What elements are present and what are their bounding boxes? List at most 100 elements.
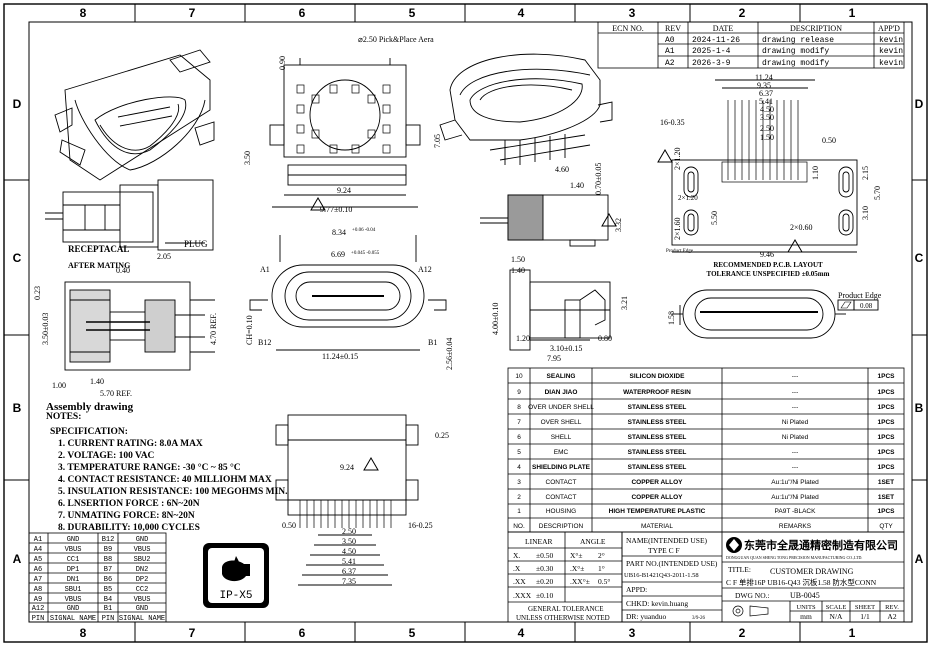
- pin-cell: A6: [34, 566, 42, 574]
- note-item: 1. CURRENT RATING: 8.0A MAX: [58, 439, 203, 449]
- rev-triangle-icon: [657, 149, 803, 253]
- pin-cell: A8: [34, 586, 42, 594]
- units-header: UNITS: [796, 604, 816, 611]
- dim-2-05: 2.05: [157, 252, 171, 261]
- pcb-dim-9-46: 9.46: [760, 250, 774, 259]
- rev-row-rev: A0: [665, 36, 675, 45]
- dr-date: 3/9-26: [692, 616, 706, 621]
- bom-cell: ---: [792, 373, 799, 380]
- pcb-dim-3-50: 3.50: [760, 113, 774, 122]
- tolerance-block: LINEAR ANGLE X. ±0.50 X°± 2° .X ±0.30 .X…: [507, 531, 623, 623]
- tol-cell: ±0.20: [536, 577, 553, 586]
- bom-cell: STAINLESS STEEL: [628, 464, 687, 471]
- tol-angle-header: ANGLE: [580, 537, 606, 546]
- zone-col-3: 3: [629, 6, 636, 20]
- pin-cell: DP1: [67, 566, 80, 574]
- pin-footer: PIN: [32, 615, 45, 623]
- appd-label: APPD:: [626, 585, 647, 594]
- rev-triangle-icon: [601, 213, 617, 227]
- bom-cell: COPPER ALLOY: [631, 479, 683, 486]
- pcb-dim-2x0-60: 2×0.60: [790, 223, 813, 232]
- side-view: [480, 194, 609, 247]
- side-section-view: [509, 269, 611, 351]
- dim-ch: CH=0.10: [245, 315, 254, 345]
- company-name-en: DONGGUAN QUAN SHENG TONG PRECISION MANUF…: [726, 555, 862, 561]
- dim-1-50: 1.50: [511, 255, 525, 264]
- dim-1-00: 1.00: [52, 381, 66, 390]
- zone-col-5-bottom: 5: [409, 626, 416, 640]
- zone-row-b-right: B: [915, 401, 924, 415]
- note-item: 2. VOLTAGE: 100 VAC: [58, 451, 155, 461]
- dim-0-25: 0.25: [435, 431, 449, 440]
- pin-b1-label: B1: [428, 338, 437, 347]
- dim-8-34-tol: +0.06 -0.04: [352, 228, 376, 233]
- pin-cell: VBUS: [65, 596, 82, 604]
- pin-footer: SIGNAL NAME: [50, 615, 96, 623]
- pin-cell: B12: [102, 536, 115, 544]
- pcb-dim-6-37: 6.37: [759, 89, 773, 98]
- title-value-1: CUSTOMER DRAWING: [770, 567, 854, 576]
- product-edge-label: Product Edge: [838, 291, 882, 300]
- dim-2-56: 2.56±0.04: [445, 338, 454, 370]
- dim-1-40-side: 1.40: [570, 181, 584, 190]
- zone-col-1: 1: [849, 6, 856, 20]
- dwg-no-label: DWG NO.:: [735, 591, 770, 600]
- pin-cell: A4: [34, 546, 42, 554]
- pcb-dim-5-50: 5.50: [710, 211, 719, 225]
- dim-9-24: 9.24: [337, 186, 351, 195]
- pin-cell: SBU2: [134, 556, 151, 564]
- dim-7-05: 7.05: [433, 134, 442, 148]
- rev-header-date: DATE: [713, 24, 734, 33]
- pcb-dim-2x1-60: 2×1.60: [673, 217, 682, 240]
- dim-3-21: 3.21: [620, 296, 629, 310]
- zone-col-8-bottom: 8: [80, 626, 87, 640]
- assembly-drawing-label: Assembly drawing: [46, 401, 134, 413]
- bom-cell: Au:1u"/Ni Plated: [771, 479, 819, 486]
- bom-cell: EMC: [554, 449, 569, 456]
- bom-header: QTY: [879, 523, 893, 530]
- pin-footer: PIN: [102, 615, 115, 623]
- tol-cell: 2°: [598, 551, 605, 560]
- bom-cell: STAINLESS STEEL: [628, 404, 687, 411]
- rev-row-rev: A1: [665, 47, 675, 56]
- dim-11-24: 11.24±0.15: [322, 352, 358, 361]
- projection-symbol-icon: [732, 605, 769, 617]
- pin-cell: A9: [34, 596, 42, 604]
- pcb-dim-2-15: 2.15: [861, 166, 870, 180]
- rev-row-desc: drawing release: [762, 36, 834, 45]
- rev-row-date: 2024-11-26: [692, 36, 740, 45]
- pin-cell: GND: [136, 536, 149, 544]
- pcb-dim-2x1-20-b: 2×1.20: [678, 194, 698, 202]
- part-no-label: PART NO.(INTENDED USE): [626, 559, 718, 568]
- bom-cell: HOUSING: [546, 508, 576, 515]
- pcb-dim-5-41: 5.41: [759, 97, 773, 106]
- zone-col-6-bottom: 6: [299, 626, 306, 640]
- rev-row-desc: drawing modify: [762, 47, 829, 56]
- company-logo: [726, 537, 742, 553]
- company-name-cn: 东莞市全晟通精密制造有限公司: [744, 538, 898, 552]
- bom-cell: Ni Plated: [782, 419, 809, 426]
- rev-row-date: 2026-3-9: [692, 59, 731, 68]
- tol-cell: .XXX: [513, 591, 532, 600]
- tol-cell: 0.5°: [598, 577, 610, 586]
- pcb-dim-11-24: 11.24: [755, 73, 773, 82]
- bom-cell: 10: [515, 373, 523, 380]
- tol-cell: .X°±: [570, 564, 584, 573]
- bom-cell: 1PCS: [878, 373, 896, 380]
- title-block: NAME(INTENDED USE) TYPE C F PART NO.(INT…: [621, 531, 905, 623]
- dim-2-50-bottom: 2.50: [342, 527, 356, 536]
- bom-cell: 1PCS: [878, 449, 896, 456]
- rev-header-desc: DESCRIPTION: [790, 24, 842, 33]
- tol-cell: .XX°±: [570, 577, 590, 586]
- spec-title: SPECIFICATION:: [50, 427, 128, 437]
- pin-cell: DN2: [136, 566, 149, 574]
- bom-cell: ---: [792, 389, 799, 396]
- dim-7-35-bottom: 7.35: [342, 577, 356, 586]
- zone-col-2-bottom: 2: [739, 626, 746, 640]
- bom-cell: DIAN JIAO: [545, 389, 578, 396]
- tol-cell: X.: [513, 551, 520, 560]
- bom-cell: ---: [792, 404, 799, 411]
- zone-col-8: 8: [80, 6, 87, 20]
- zone-col-4: 4: [518, 6, 525, 20]
